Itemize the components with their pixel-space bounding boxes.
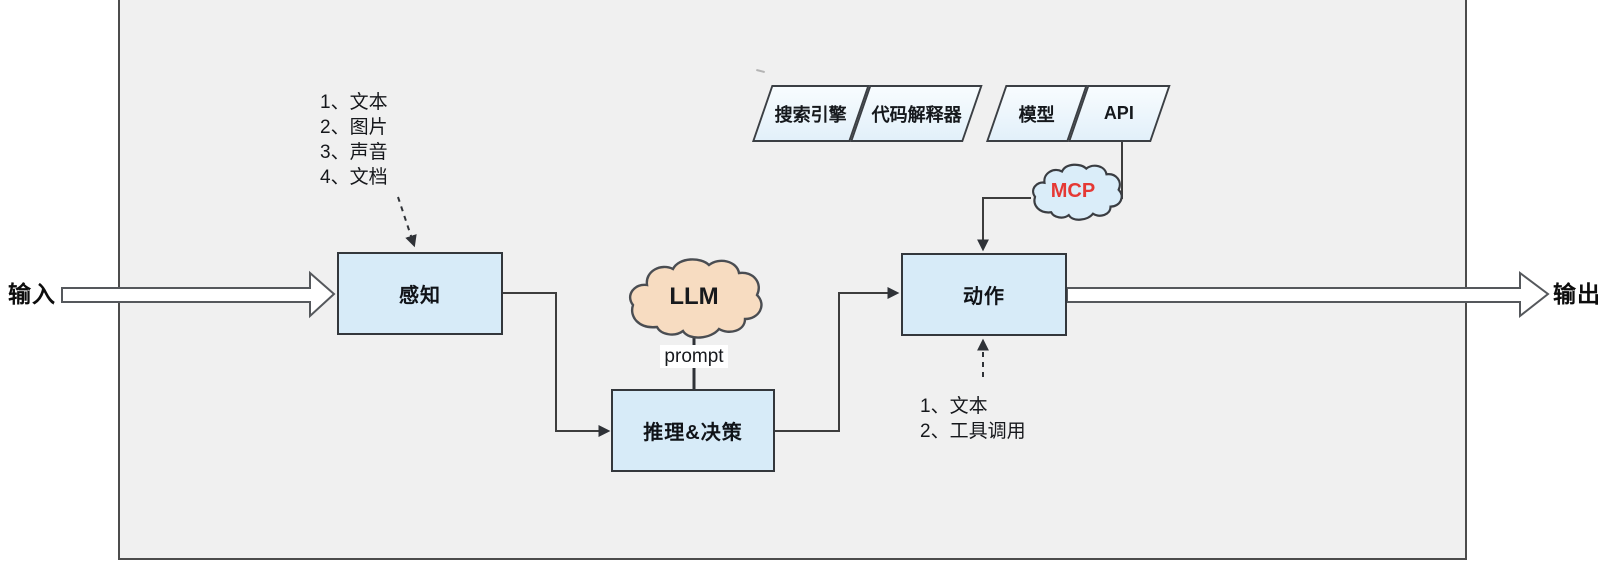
reasoning-node: 推理&决策 xyxy=(611,389,775,472)
perception-modalities-list: 1、文本 2、图片 3、声音 4、文档 xyxy=(320,90,388,190)
reasoning-node-label: 推理&决策 xyxy=(643,422,743,444)
modality-item: 3、声音 xyxy=(320,142,388,163)
tool-search-engine-label: 搜索引擎 xyxy=(774,104,847,125)
tool-model-label: 模型 xyxy=(1018,104,1055,125)
modality-item: 2、图片 xyxy=(320,117,388,138)
action-output-item: 1、文本 xyxy=(920,396,988,417)
tool-api-label: API xyxy=(1104,103,1135,123)
prompt-label: prompt xyxy=(660,345,728,368)
output-label: 输出 xyxy=(1553,281,1601,307)
tool-code-interpreter-label: 代码解释器 xyxy=(871,104,962,125)
action-outputs-list: 1、文本 2、工具调用 xyxy=(920,394,1026,444)
llm-cloud-label: LLM xyxy=(669,283,719,310)
modality-item: 4、文档 xyxy=(320,167,388,188)
action-output-item: 2、工具调用 xyxy=(920,421,1026,442)
input-label: 输入 xyxy=(8,281,56,307)
mcp-cloud-shape xyxy=(1032,163,1123,221)
llm-cloud-shape xyxy=(628,258,763,339)
perception-node: 感知 xyxy=(337,252,503,335)
dashed-arrow-modalities-to-perception xyxy=(397,196,417,248)
action-node: 动作 xyxy=(901,253,1067,336)
modality-item: 1、文本 xyxy=(320,92,388,113)
tool-code-interpreter: 代码解释器 xyxy=(850,85,983,142)
connector-perception-to-reasoning xyxy=(503,292,611,437)
mcp-cloud-label: MCP xyxy=(1050,180,1096,202)
perception-node-label: 感知 xyxy=(399,285,441,307)
input-arrow xyxy=(61,270,336,319)
output-arrow xyxy=(1066,271,1550,319)
action-node-label: 动作 xyxy=(963,286,1005,308)
connector-reasoning-to-action xyxy=(775,287,900,432)
connector-mcp-to-action xyxy=(977,197,1031,252)
